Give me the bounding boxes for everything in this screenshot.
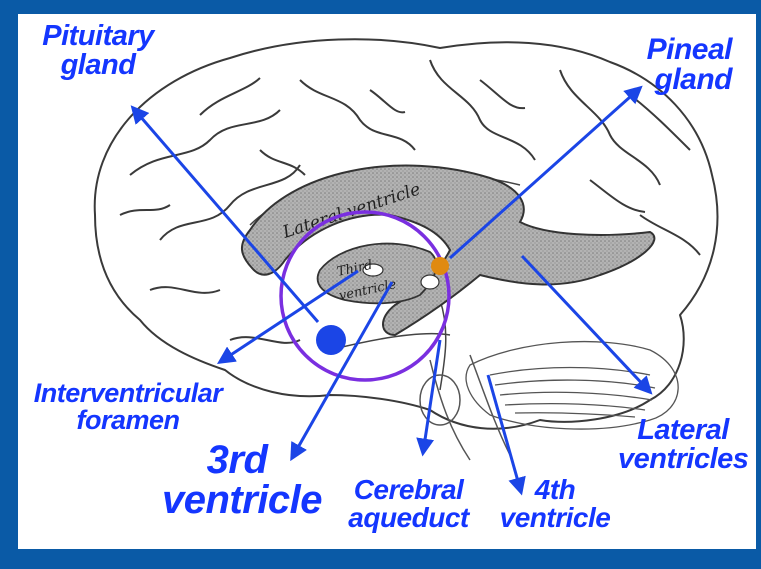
label-4th-ventricle: 4th ventricle — [495, 476, 615, 532]
label-lateral-ventricles: Lateral ventricles — [618, 416, 748, 474]
label-3rd-ventricle: 3rd ventricle — [162, 440, 312, 520]
pineal-dot — [431, 257, 449, 275]
label-pineal-gland: Pineal gland — [620, 35, 732, 95]
label-interventricular-foramen: Interventricular foramen — [28, 380, 228, 434]
arrow-cerebral-aqueduct — [423, 340, 440, 453]
pituitary-dot — [316, 325, 346, 355]
arrow-4th-ventricle — [488, 375, 521, 492]
massa-intermedia — [421, 275, 439, 289]
label-pituitary-gland: Pituitary gland — [38, 22, 158, 80]
label-cerebral-aqueduct: Cerebral aqueduct — [346, 476, 471, 532]
